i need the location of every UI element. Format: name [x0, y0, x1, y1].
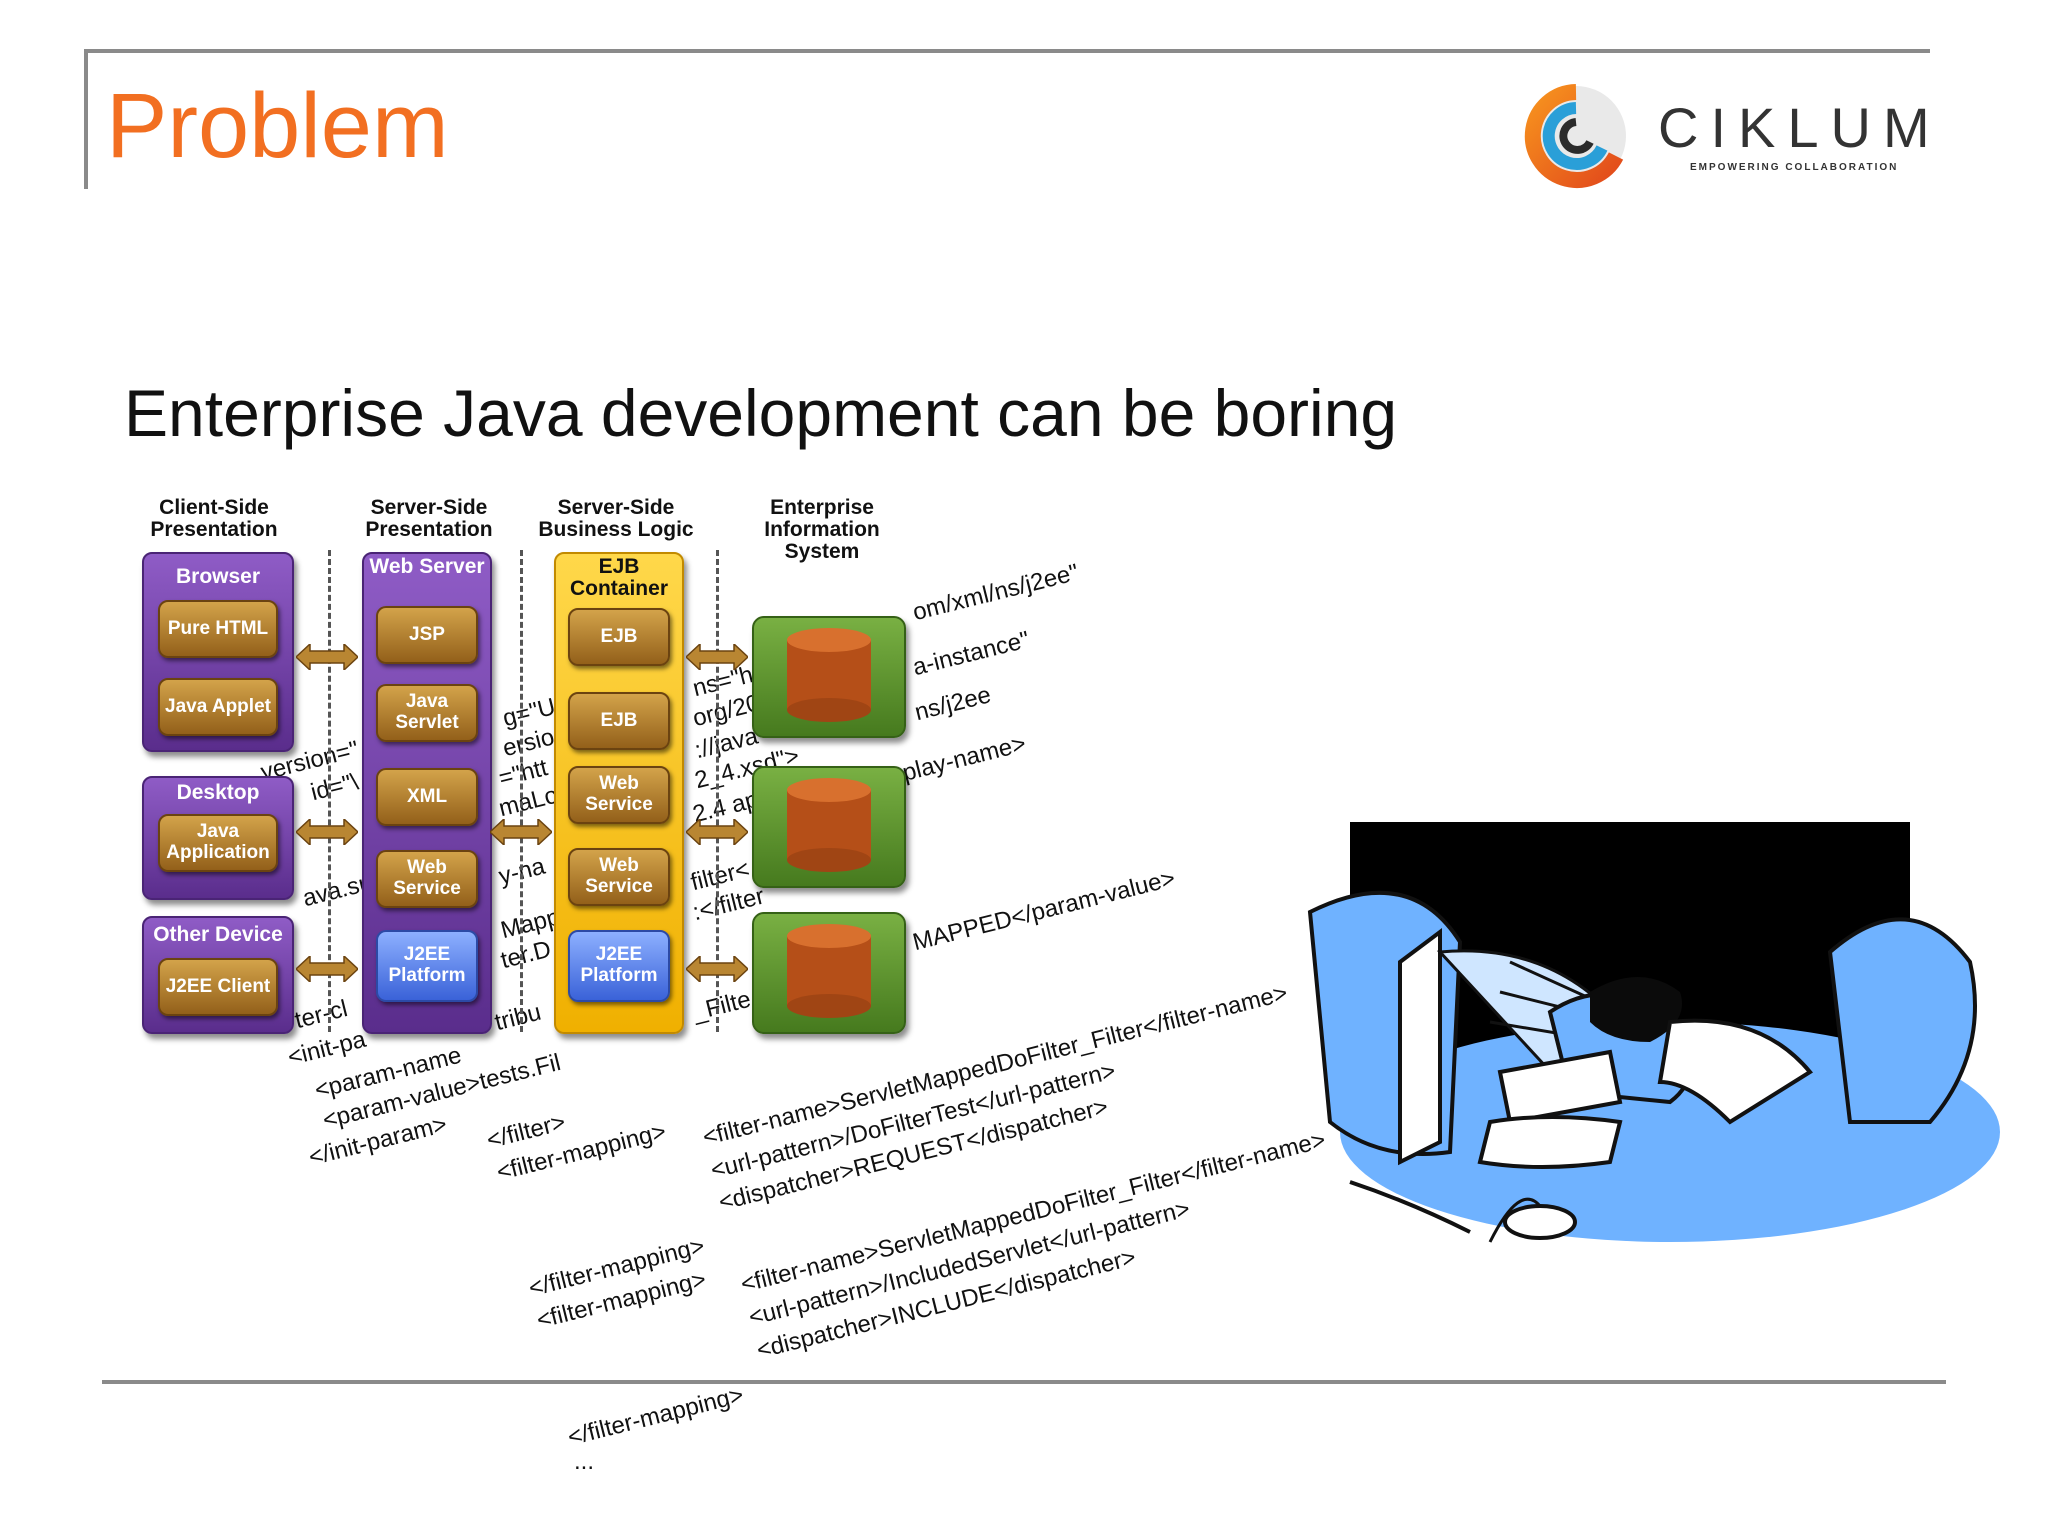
- ejb-chip: EJB: [568, 608, 670, 666]
- column-header-business-logic: Server-Side Business Logic: [524, 496, 708, 542]
- code-line: ...: [574, 1448, 595, 1475]
- other-device-label: Other Device: [153, 923, 283, 946]
- slide-subtitle: Enterprise Java development can be borin…: [124, 376, 1398, 450]
- code-line: _Filte: [690, 985, 754, 1027]
- tier-separator: [716, 550, 719, 1032]
- column-title-line: Presentation: [365, 518, 493, 542]
- ciklum-logo-icon: [1524, 84, 1626, 188]
- code-line: MAPPED</param-value>: [910, 864, 1178, 957]
- browser-tier: Browser Pure HTML Java Applet: [142, 552, 294, 752]
- desktop-tier: Desktop Java Application: [142, 776, 294, 900]
- desktop-label: Desktop: [176, 781, 260, 804]
- pure-html-chip: Pure HTML: [158, 600, 278, 658]
- tier-separator: [328, 550, 331, 1032]
- column-header-server-presentation: Server-Side Presentation: [350, 496, 508, 542]
- frame-left-rule: [84, 49, 88, 189]
- j2ee-platform-chip: J2EE Platform: [568, 930, 670, 1002]
- double-arrow-icon: [296, 956, 358, 982]
- double-arrow-icon: [686, 644, 748, 670]
- column-title-line: Business Logic: [538, 518, 694, 542]
- other-device-tier: Other Device J2EE Client: [142, 916, 294, 1034]
- column-title-line: System: [784, 540, 860, 564]
- java-applet-chip: Java Applet: [158, 678, 278, 736]
- web-server-label: Web Server: [369, 555, 485, 578]
- code-line: a-instance": [910, 626, 1033, 682]
- double-arrow-icon: [296, 644, 358, 670]
- database-box: [752, 912, 906, 1034]
- double-arrow-icon: [686, 956, 748, 982]
- web-server-tier: Web Server JSP Java Servlet XML Web Serv…: [362, 552, 492, 1034]
- column-title-line: Server-Side: [370, 496, 488, 519]
- column-title-line: Presentation: [150, 518, 278, 542]
- logo-tagline: EMPOWERING COLLABORATION: [1690, 162, 1899, 173]
- code-line: ns/j2ee: [912, 681, 994, 727]
- double-arrow-icon: [296, 819, 358, 845]
- ejb-container-label: EJB Container: [569, 555, 668, 601]
- database-box: [752, 766, 906, 888]
- database-icon: [787, 924, 871, 1018]
- web-service-chip: Web Service: [568, 848, 670, 906]
- database-icon: [787, 778, 871, 872]
- ejb-container-tier: EJB Container EJB EJB Web Service Web Se…: [554, 552, 684, 1034]
- tier-separator: [520, 550, 523, 1032]
- sleeping-programmer-illustration: [1307, 822, 2000, 1243]
- j2ee-platform-chip: J2EE Platform: [376, 930, 478, 1002]
- double-arrow-icon: [686, 819, 748, 845]
- j2ee-client-chip: J2EE Client: [158, 958, 278, 1016]
- database-box: [752, 616, 906, 738]
- logo-wordmark: CIKLUM: [1658, 96, 1942, 159]
- ejb-chip: EJB: [568, 692, 670, 750]
- column-title-line: Client-Side: [159, 496, 269, 519]
- column-header-client: Client-Side Presentation: [128, 496, 300, 542]
- code-line: tribu: [492, 998, 544, 1037]
- footer-rule: [102, 1380, 1946, 1384]
- java-servlet-chip: Java Servlet: [376, 684, 478, 742]
- jsp-chip: JSP: [376, 606, 478, 664]
- web-service-chip: Web Service: [376, 850, 478, 908]
- column-title-line: Server-Side: [557, 496, 675, 519]
- double-arrow-icon: [490, 819, 552, 845]
- web-service-chip: Web Service: [568, 766, 670, 824]
- browser-label: Browser: [175, 565, 261, 588]
- slide-title: Problem: [106, 75, 449, 177]
- frame-top-rule: [84, 49, 1930, 53]
- code-line: om/xml/ns/j2ee": [910, 558, 1082, 627]
- column-title-line: Enterprise: [770, 496, 874, 519]
- column-title-line: Information: [764, 518, 880, 542]
- java-application-chip: Java Application: [158, 814, 278, 872]
- column-header-eis: Enterprise Information System: [742, 496, 902, 564]
- xml-chip: XML: [376, 768, 478, 826]
- database-icon: [787, 628, 871, 722]
- code-line: </filter-mapping>: [565, 1381, 747, 1452]
